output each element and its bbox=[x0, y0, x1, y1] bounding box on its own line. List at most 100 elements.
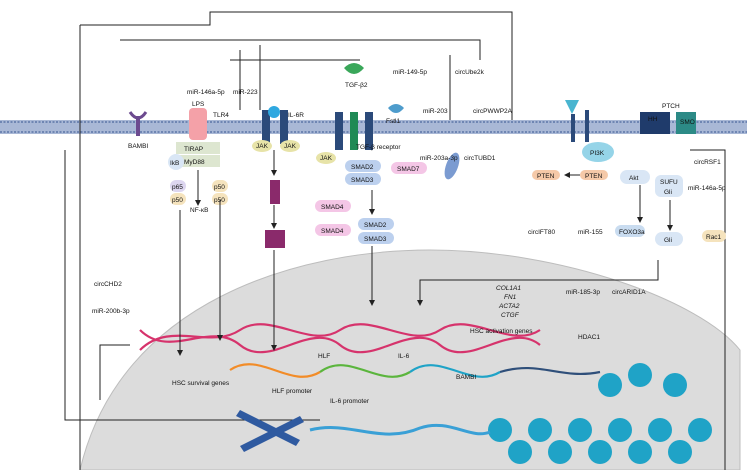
label-jak1: JAK bbox=[256, 143, 269, 150]
label-tgfb-receptor: TGF-β receptor bbox=[356, 144, 401, 151]
label-circift80: circIFT80 bbox=[528, 229, 555, 236]
label-tlr4: TLR4 bbox=[213, 112, 229, 119]
label-gli2: Gli bbox=[664, 237, 672, 244]
smad7 bbox=[391, 162, 427, 174]
label-hdac1: HDAC1 bbox=[578, 334, 600, 341]
label-jak2: JAK bbox=[284, 143, 297, 150]
ptch-receptor bbox=[640, 112, 670, 134]
fstl1-ligand bbox=[388, 104, 404, 113]
label-circchd2: circCHD2 bbox=[94, 281, 122, 288]
smad2-top bbox=[345, 160, 381, 172]
stat-dimer-1 bbox=[270, 180, 280, 204]
label-pi3k: PI3K bbox=[590, 150, 605, 157]
il6r-receptor bbox=[262, 106, 288, 144]
label-fn1: FN1 bbox=[504, 294, 517, 301]
label-mir155: miR-155 bbox=[578, 229, 603, 236]
label-akt: Akt bbox=[629, 175, 639, 182]
label-p50c: p50 bbox=[214, 197, 225, 204]
label-il6: IL-6 bbox=[398, 353, 410, 360]
nucleus bbox=[79, 249, 741, 470]
bambi-receptor bbox=[128, 111, 148, 136]
label-tirap: TIRAP bbox=[184, 146, 203, 153]
label-circarid1a: circARID1A bbox=[612, 289, 646, 296]
label-hlf: HLF bbox=[318, 353, 330, 360]
label-hlf-promoter: HLF promoter bbox=[272, 388, 313, 395]
label-p50b: p50 bbox=[214, 184, 225, 191]
dna-helix bbox=[139, 323, 601, 378]
label-col1a1: COL1A1 bbox=[496, 285, 521, 292]
label-circtubd1: circTUBD1 bbox=[464, 155, 496, 162]
tlr4-receptor bbox=[189, 108, 207, 140]
label-tgfb2: TGF-β2 bbox=[345, 82, 368, 89]
label-smo: SMO bbox=[680, 119, 695, 126]
label-mir200b: miR-200b-3p bbox=[92, 308, 130, 315]
signal-arrows bbox=[177, 150, 673, 356]
nucleosomes bbox=[488, 363, 712, 464]
label-smad3a: SMAD3 bbox=[351, 177, 374, 184]
label-lps: LPS bbox=[192, 101, 205, 108]
tgfb2-ligand bbox=[344, 63, 364, 74]
ikb bbox=[168, 154, 184, 170]
label-mir149: miR-149-5p bbox=[393, 69, 427, 76]
label-sufu: SUFU bbox=[660, 179, 678, 186]
label-circube2k: circUbe2k bbox=[455, 69, 485, 76]
label-fstl1: Fstl1 bbox=[386, 118, 400, 125]
label-acta2: ACTA2 bbox=[498, 303, 520, 310]
label-circrsf1: circRSF1 bbox=[694, 159, 721, 166]
label-bambi-top: BAMBI bbox=[128, 143, 148, 150]
jak-2 bbox=[280, 140, 300, 152]
circtubd1 bbox=[444, 152, 460, 180]
label-foxo3a: FOXO3a bbox=[619, 229, 645, 236]
label-ctgf: CTGF bbox=[501, 312, 520, 319]
label-ptch: PTCH bbox=[662, 103, 680, 110]
label-mir223: miR-223 bbox=[233, 89, 258, 96]
pi3k bbox=[582, 142, 614, 162]
pten-2 bbox=[580, 170, 608, 180]
myd88-box bbox=[176, 155, 220, 167]
label-mir146a-b: miR-146a-5p bbox=[688, 185, 726, 192]
label-mir203: miR-203 bbox=[423, 108, 448, 115]
smo-receptor bbox=[676, 112, 696, 134]
label-gli1: Gli bbox=[664, 189, 672, 196]
label-smad2a: SMAD2 bbox=[351, 164, 374, 171]
label-smad3b: SMAD3 bbox=[364, 236, 387, 243]
label-p65: p65 bbox=[172, 184, 183, 191]
p50-c bbox=[212, 193, 228, 205]
label-smad7: SMAD7 bbox=[397, 166, 420, 173]
p65 bbox=[170, 180, 186, 192]
foxo3a bbox=[615, 225, 645, 237]
gli bbox=[655, 232, 683, 246]
smad2-bottom bbox=[358, 218, 394, 230]
label-jak3: JAK bbox=[320, 155, 333, 162]
label-mir146a: miR-146a-5p bbox=[187, 89, 225, 96]
tirap-box bbox=[176, 142, 220, 154]
label-smad4b: SMAD4 bbox=[321, 228, 344, 235]
label-hh: HH bbox=[648, 116, 658, 123]
rac1 bbox=[702, 230, 726, 242]
pten-1 bbox=[532, 170, 560, 180]
label-p50a: p50 bbox=[172, 197, 183, 204]
label-mir185: miR-185-3p bbox=[566, 289, 600, 296]
jak-1 bbox=[252, 140, 272, 152]
tgfb-receptor bbox=[335, 112, 373, 150]
smad4-top bbox=[315, 200, 351, 212]
label-myd88: MyD88 bbox=[184, 159, 205, 166]
sufu-gli-box bbox=[655, 175, 683, 197]
label-pten1: PTEN bbox=[537, 173, 555, 180]
dna-coil bbox=[309, 423, 491, 436]
label-il6-promoter: IL-6 promoter bbox=[330, 398, 370, 405]
label-il6r: IL-6R bbox=[288, 112, 304, 119]
akt bbox=[620, 170, 650, 184]
label-rac1: Rac1 bbox=[706, 234, 722, 241]
pi3k-receptor bbox=[565, 100, 589, 142]
label-circpwwp2a: circPWWP2A bbox=[473, 108, 513, 115]
labels: miR-146a-5p miR-223 LPS TLR4 IL-6R BAMBI… bbox=[92, 69, 726, 405]
label-bambi-nuc: BAMBI bbox=[456, 374, 476, 381]
smad3-bottom bbox=[358, 232, 394, 244]
jak-3 bbox=[316, 152, 336, 164]
feedback-lines bbox=[64, 11, 726, 470]
label-nfkb: NF-κB bbox=[190, 207, 208, 214]
smad3-top bbox=[345, 173, 381, 185]
